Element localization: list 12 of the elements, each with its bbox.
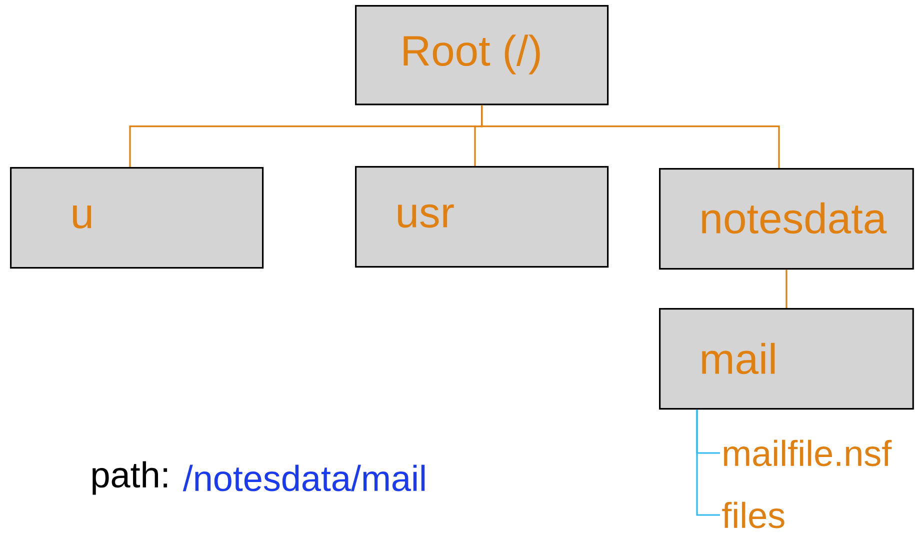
path-value: /notesdata/mail (182, 464, 425, 492)
folder-box: u (10, 167, 264, 269)
folder-box: usr (355, 166, 609, 268)
file-name: files (722, 502, 784, 528)
folder-box: notesdata (659, 168, 914, 270)
folder-box: mail (659, 308, 914, 410)
connector-line (786, 270, 788, 308)
file-name: mailfile.nsf (724, 440, 892, 466)
folder-box: Root (/) (355, 5, 609, 106)
path-label: path: (92, 461, 168, 495)
connector-line (696, 410, 720, 516)
connector-line (481, 105, 780, 168)
